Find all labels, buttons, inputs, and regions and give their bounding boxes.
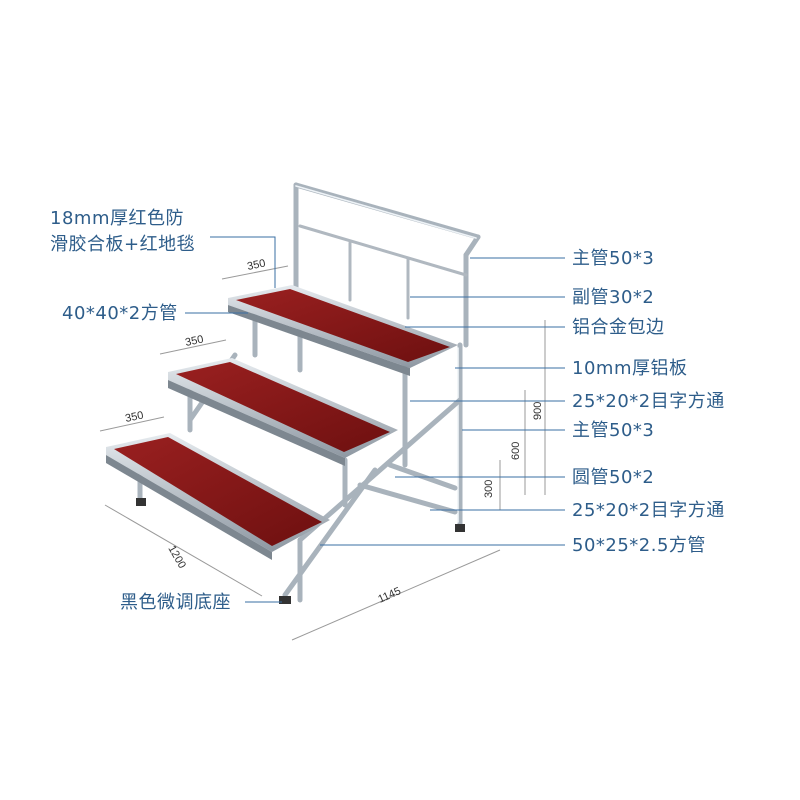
label-round-tube: 圆管50*2 xyxy=(572,467,654,488)
dim-width: 1200 xyxy=(165,544,188,571)
dimension-lines xyxy=(99,265,546,641)
carpet-low xyxy=(114,437,322,546)
label-carpet-line2: 滑胶合板+红地毯 xyxy=(50,234,195,255)
railing-top-rail xyxy=(293,182,481,240)
foot-rear xyxy=(455,524,465,532)
label-alu-plate: 10mm厚铝板 xyxy=(572,358,687,379)
label-foot: 黑色微调底座 xyxy=(120,592,231,613)
dim-length: 1145 xyxy=(376,585,402,606)
carpet-top xyxy=(236,289,450,362)
dim-step-mid: 350 xyxy=(184,333,204,349)
step-top xyxy=(228,285,458,376)
label-main-tube-mid: 主管50*3 xyxy=(572,420,654,441)
foot-front xyxy=(279,596,291,604)
label-square-tube-40: 40*40*2方管 xyxy=(62,303,178,324)
label-main-tube-top: 主管50*3 xyxy=(572,248,654,269)
carpet-mid xyxy=(176,362,390,452)
label-square-tube-50: 50*25*2.5方管 xyxy=(572,535,706,556)
diagonal-brace xyxy=(297,397,463,543)
label-channel-top: 25*20*2目字方通 xyxy=(572,391,725,412)
railing-corner xyxy=(463,234,481,258)
step-low xyxy=(106,433,330,560)
step-mid xyxy=(168,358,398,466)
bottom-brace xyxy=(357,482,458,515)
dim-height-low: 300 xyxy=(483,480,495,498)
dim-step-top: 350 xyxy=(246,257,266,273)
label-channel-bottom: 25*20*2目字方通 xyxy=(572,500,725,521)
leader-lines xyxy=(185,236,565,603)
label-alloy-edge: 铝合金包边 xyxy=(572,317,665,338)
dim-height-top: 900 xyxy=(532,402,544,420)
dim-height-mid: 600 xyxy=(510,442,522,460)
label-carpet-line1: 18mm厚红色防 xyxy=(50,208,184,229)
railing-mid-rail xyxy=(298,224,468,277)
foot-left xyxy=(136,498,146,506)
label-sub-tube: 副管30*2 xyxy=(572,287,654,308)
dim-step-low: 350 xyxy=(124,409,144,425)
back-railing xyxy=(293,182,481,348)
